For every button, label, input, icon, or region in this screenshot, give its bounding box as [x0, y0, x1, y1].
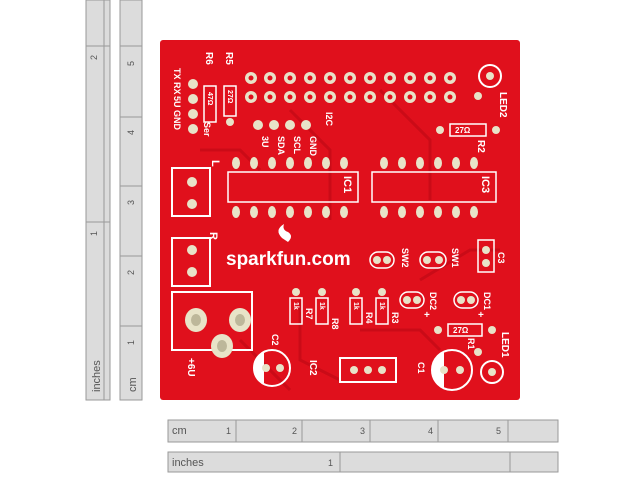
ic1-label: IC1 [341, 176, 353, 193]
serial-pin-tx: TX [172, 68, 182, 80]
r5-resistor: R5 27Ω [223, 52, 237, 126]
led2-label: LED2 [497, 92, 508, 118]
c2-capacitor: C2 [253, 334, 291, 387]
r4-label: R4 [364, 312, 374, 324]
left-inch-mark-2: 2 [89, 55, 99, 60]
left-inch-mark-1: 1 [89, 231, 99, 236]
bottom-cm-mark-1: 1 [226, 426, 231, 436]
c2-label: C2 [270, 334, 280, 346]
i2c-pin-3v: 3U [260, 136, 270, 148]
left-cm-mark-4: 4 [126, 130, 136, 135]
dc1-footprint: DC1 + [453, 291, 492, 321]
sw1-label: SW1 [450, 248, 460, 268]
bottom-ruler-cm-label: cm [172, 425, 187, 437]
i2c-pin-scl: SCL [292, 136, 302, 155]
left-ruler-cm-label: cm [127, 377, 139, 392]
led1-footprint: LED1 [474, 332, 510, 384]
power-input-label: +6U [185, 358, 196, 377]
bottom-cm-mark-5: 5 [496, 426, 501, 436]
right-audio-terminal: R [171, 232, 219, 287]
sw2-footprint: SW2 [369, 248, 410, 269]
i2c-header: 3U SDA SCL GND I2C [253, 112, 334, 157]
left-cm-mark-2: 2 [126, 270, 136, 275]
left-cm-mark-5: 5 [126, 61, 136, 66]
i2c-label: I2C [324, 112, 334, 127]
brand-text: sparkfun.com [226, 249, 351, 270]
bottom-cm-mark-2: 2 [292, 426, 297, 436]
r5-value: 27Ω [226, 90, 233, 104]
bottom-ruler-inches-label: inches [172, 457, 204, 469]
c3-capacitor: C3 [477, 239, 506, 273]
ic3-footprint: IC3 [371, 157, 497, 218]
left-ruler-inches: 2 1 inches [85, 0, 111, 401]
ic2-footprint: IC2 [307, 357, 397, 383]
r6-label: R6 [203, 52, 214, 65]
c3-label: C3 [496, 252, 506, 264]
sw1-footprint: SW1 [419, 248, 460, 269]
c1-capacitor: C1 [416, 349, 473, 391]
r8-resistor: 1k R8 [315, 288, 340, 330]
sparkfun-logo: sparkfun.com [226, 224, 351, 270]
i2c-pin-sda: SDA [276, 136, 286, 156]
r8-value: 1k [318, 302, 325, 310]
left-ruler-cm: 5 4 3 2 1 cm [119, 0, 143, 401]
r4-resistor: 1k R4 [349, 288, 374, 325]
r6-value: 47Ω [206, 92, 213, 106]
serial-pin-rx: RX [172, 82, 182, 95]
i2c-pin-gnd: GND [308, 136, 318, 157]
r2-resistor: 27Ω R2 [436, 123, 500, 153]
bottom-cm-mark-4: 4 [428, 426, 433, 436]
serial-pin-5v: 5U [172, 96, 182, 108]
led2-footprint: LED2 [474, 64, 508, 118]
ic1-footprint: IC1 [227, 157, 359, 218]
serial-label: Ser [202, 122, 212, 137]
r3-resistor: 1k R3 [375, 288, 400, 325]
r1-label: R1 [466, 338, 476, 350]
r1-resistor: 27Ω R1 [434, 323, 496, 350]
dc1-plus: + [478, 310, 484, 321]
r2-label: R2 [475, 140, 486, 153]
bottom-inch-mark-1: 1 [328, 458, 333, 468]
r7-value: 1k [292, 302, 299, 310]
r3-value: 1k [378, 302, 385, 310]
left-ruler-inches-label: inches [91, 360, 103, 392]
led1-label: LED1 [499, 332, 510, 358]
r7-resistor: 1k R7 [289, 288, 314, 325]
right-channel-label: R [207, 232, 219, 240]
sw2-label: SW2 [400, 248, 410, 268]
serial-header: TX RX 5U GND Ser [172, 68, 212, 137]
r7-label: R7 [304, 308, 314, 320]
serial-pin-gnd: GND [172, 110, 182, 131]
r3-label: R3 [390, 312, 400, 324]
dc1-label: DC1 [482, 292, 492, 310]
dc2-plus: + [424, 310, 430, 321]
pcb-board [160, 40, 520, 400]
ic3-label: IC3 [479, 176, 491, 193]
bottom-ruler-inches: inches 1 [167, 451, 559, 473]
dc2-label: DC2 [428, 292, 438, 310]
left-channel-label: L [209, 160, 221, 167]
left-audio-terminal: L [171, 160, 221, 217]
dc2-footprint: DC2 + [399, 291, 438, 321]
c1-label: C1 [416, 362, 426, 374]
ic2-label: IC2 [307, 360, 318, 376]
r5-label: R5 [223, 52, 234, 65]
bottom-cm-mark-3: 3 [360, 426, 365, 436]
left-cm-mark-1: 1 [126, 340, 136, 345]
left-cm-mark-3: 3 [126, 200, 136, 205]
r6-resistor: R6 47Ω [203, 52, 217, 123]
bottom-ruler-cm: cm 1 2 3 4 5 [167, 419, 559, 443]
r8-label: R8 [330, 318, 340, 330]
r1-value: 27Ω [453, 326, 469, 335]
r4-value: 1k [352, 302, 359, 310]
power-jack: +6U [171, 291, 253, 377]
r2-value: 27Ω [455, 126, 471, 135]
